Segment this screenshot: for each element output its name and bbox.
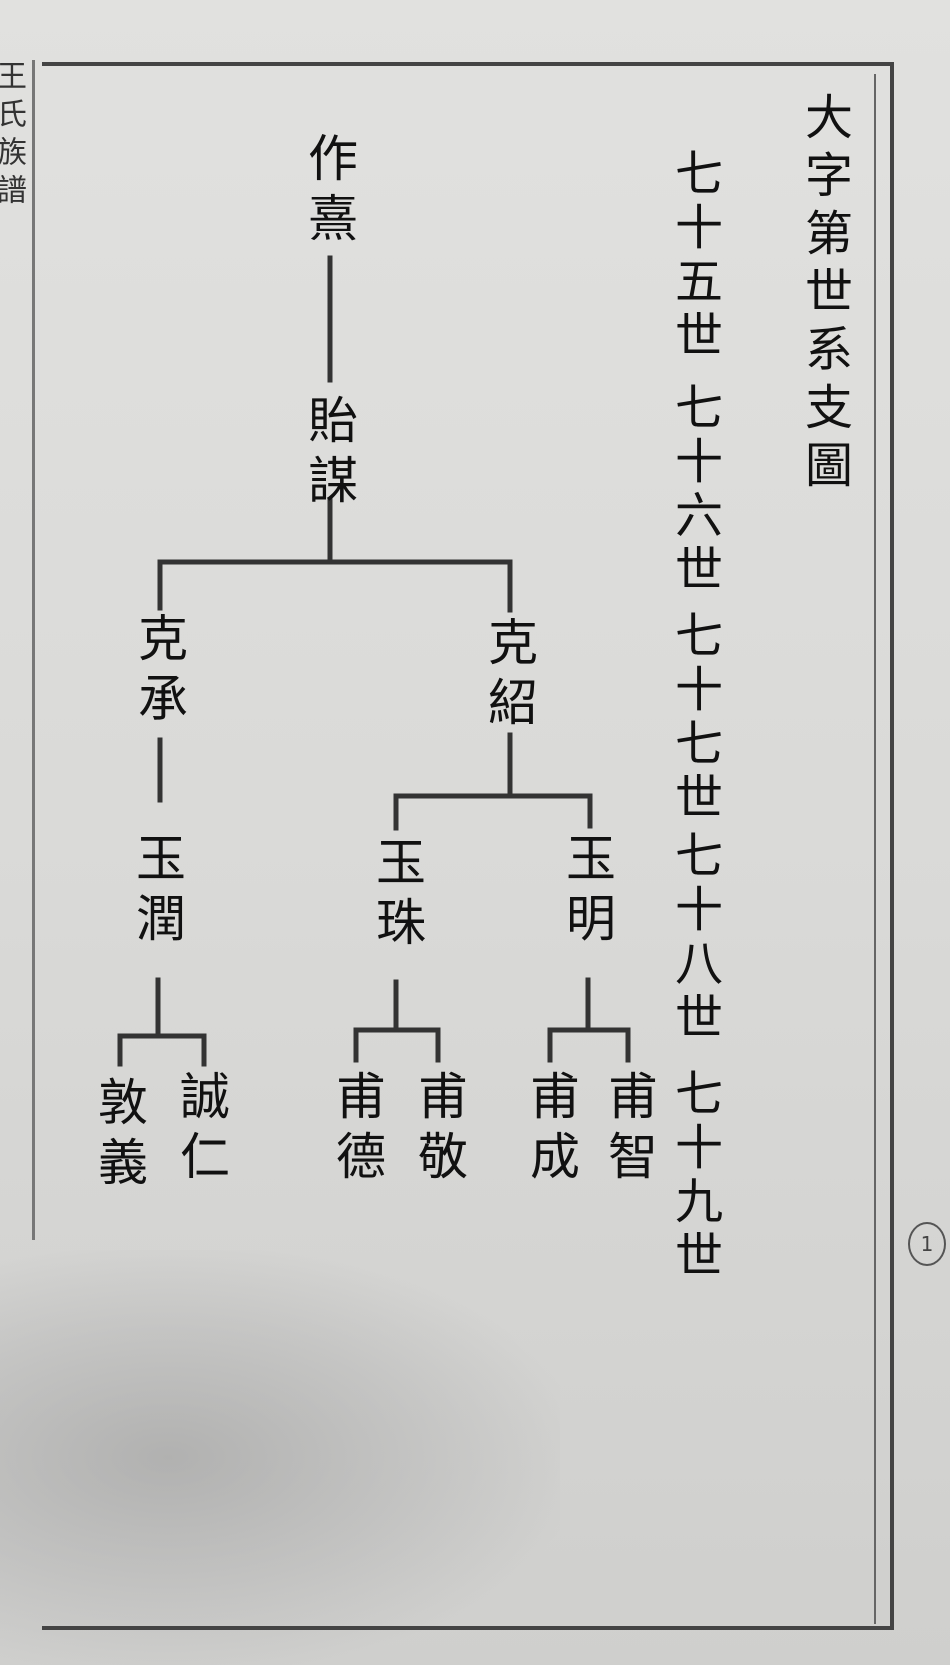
- person-g79-c1: 甫成: [522, 1070, 580, 1190]
- generation-label-77: 七十七世: [666, 610, 722, 826]
- person-g79-b1: 甫德: [328, 1070, 386, 1190]
- generation-label-79: 七十九世: [666, 1068, 722, 1284]
- page-inner-border: [42, 74, 876, 1624]
- person-g79-b2: 甫敬: [410, 1070, 468, 1190]
- person-g79-c2: 甫智: [600, 1070, 658, 1190]
- left-margin-line: [32, 60, 35, 1240]
- person-g75: 作熹: [300, 132, 358, 252]
- chart-title: 大字第世系支圖: [796, 92, 852, 498]
- person-g78-b: 玉珠: [368, 836, 426, 956]
- water-stain: [0, 1250, 560, 1665]
- person-g77-a: 克承: [130, 612, 188, 732]
- page-border: [42, 62, 894, 1630]
- person-g78-c: 玉明: [558, 832, 616, 952]
- generation-label-75: 七十五世: [666, 148, 722, 364]
- spine-text: 王氏族譜: [0, 60, 26, 212]
- page-number: 1: [908, 1222, 946, 1266]
- person-g78-a: 玉潤: [128, 832, 186, 952]
- person-g79-a2: 誠仁: [172, 1070, 230, 1190]
- generation-label-76: 七十六世: [666, 382, 722, 598]
- person-g76: 貽謀: [300, 394, 358, 514]
- generation-label-78: 七十八世: [666, 830, 722, 1046]
- person-g77-b: 克紹: [480, 616, 538, 736]
- person-g79-a1: 敦義: [90, 1076, 148, 1196]
- spine-label: 王氏族譜: [0, 60, 30, 390]
